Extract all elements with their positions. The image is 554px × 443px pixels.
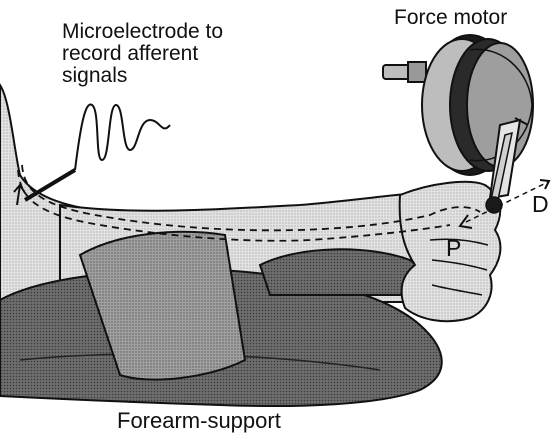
forearm-support-label: Forearm-support — [117, 410, 281, 432]
afferent-signal-trace — [75, 104, 170, 170]
microelectrode-label-line-1: Microelectrode to — [62, 21, 223, 43]
microelectrode-label-line-3: signals — [62, 65, 223, 87]
force-motor-label: Force motor — [394, 7, 507, 29]
distal-direction-label: D — [532, 193, 549, 215]
microelectrode-label-line-2: record afferent — [62, 43, 223, 65]
microelectrode — [25, 170, 75, 200]
hand-cushion — [260, 249, 419, 295]
proximal-direction-label: P — [446, 237, 461, 259]
microelectrode-label: Microelectrode to record afferent signal… — [62, 21, 223, 87]
